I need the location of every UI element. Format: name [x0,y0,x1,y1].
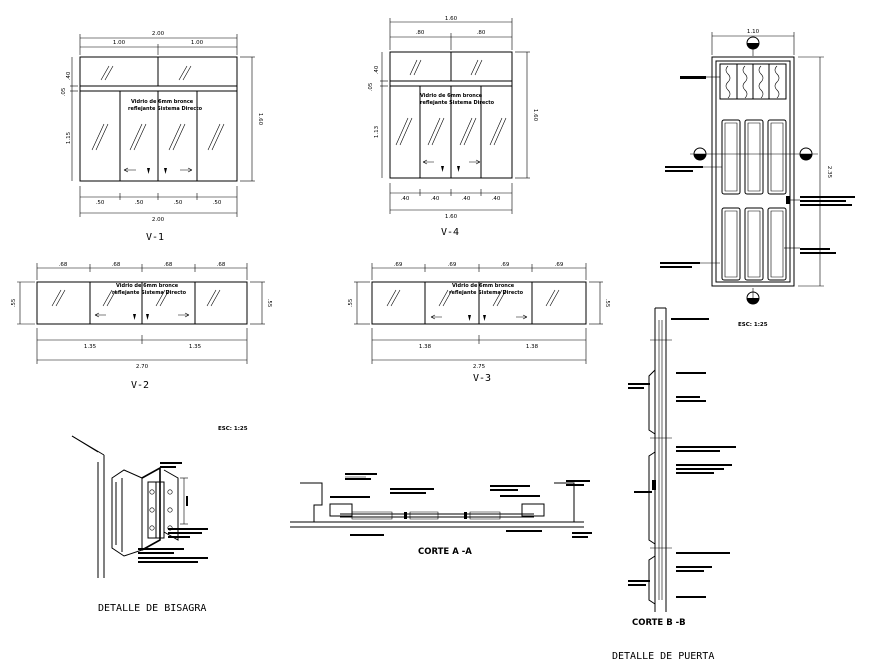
v3-panel-dim-2: .69 [448,262,457,268]
v1-half-right-dim: 1.00 [191,40,204,46]
v2-side-left-dim: .55 [11,298,17,307]
v1-side-mid-dim: .05 [61,87,67,96]
section-b-b-caption: CORTE B -B [632,618,686,628]
v1-side-top-dim: .40 [66,71,72,80]
v4-total-top-dim: 1.60 [445,16,458,22]
v3-half-right-dim: 1.38 [526,344,539,350]
hinge-scale-label: ESC: 1:25 [218,426,248,432]
v4-half-right-dim: .80 [477,30,486,36]
section-marker-b-top [747,37,759,49]
v2-side-right-dim: .55 [266,299,272,308]
section-marker-a-right [800,148,812,160]
v2-panel-dim-4: .68 [217,262,226,268]
v2-glass-note-line1: Vidrio de 6mm bronce [116,283,179,289]
section-marker-a-left [694,148,706,160]
window-v4: 1.60 .80 .80 Vidrio de 6mm bronce reflej… [368,16,538,238]
hinge-caption: DETALLE DE BISAGRA [98,603,206,614]
v1-height-right-dim: 1.60 [257,113,263,126]
v1-side-bottom-dim: 1.15 [66,131,72,144]
door-elevation: 1.10 [660,29,855,328]
v1-glass-note-line1: Vidrio de 6mm bronce [131,99,194,105]
v4-total-bottom-dim: 1.60 [445,214,458,220]
v2-half-right-dim: 1.35 [189,344,202,350]
v2-glass-note-line2: reflejante Sistema Directo [112,290,187,296]
v2-panel-dim-1: .68 [59,262,68,268]
v4-side-bottom-dim: 1.13 [374,125,380,138]
door-scale-label: ESC: 1:25 [738,322,768,328]
v3-total-dim: 2.75 [473,364,486,370]
v3-glass-note-line1: Vidrio de 6mm bronce [452,283,515,289]
v1-panel-dim-1: .50 [96,200,105,206]
hinge-detail: ESC: 1:25 DETALLE DE BISAGRA [72,426,248,614]
v1-panel-dim-3: .50 [174,200,183,206]
v3-panel-dim-1: .69 [394,262,403,268]
v2-half-left-dim: 1.35 [84,344,97,350]
v4-label: V-4 [441,227,459,238]
section-a-a: CORTE A -A [290,473,592,557]
v4-panel-dim-4: .40 [492,196,501,202]
v3-panel-dim-3: .69 [501,262,510,268]
v2-total-dim: 2.70 [136,364,149,370]
door-detail-caption: DETALLE DE PUERTA [612,651,714,662]
v2-panel-dim-3: .68 [164,262,173,268]
v3-panel-dim-4: .69 [555,262,564,268]
v1-panel-dim-2: .50 [135,200,144,206]
v3-label: V-3 [473,373,491,384]
section-marker-b-bottom [747,292,759,304]
door-width-dim: 1.10 [747,29,760,35]
v1-total-top-dim: 2.00 [152,31,165,37]
v4-half-left-dim: .80 [416,30,425,36]
v2-label: V-2 [131,380,149,391]
v4-glass-note-line2: reflejante Sistema Directo [420,100,495,106]
v4-panel-dim-2: .40 [431,196,440,202]
v1-half-left-dim: 1.00 [113,40,126,46]
window-v2: .68 .68 .68 .68 Vidrio de 6mm bronce ref… [11,262,272,391]
v4-panel-dim-1: .40 [401,196,410,202]
v4-height-right-dim: 1.60 [532,109,538,122]
v4-side-mid-dim: .05 [368,82,374,91]
v3-glass-note-line2: reflejante Sistema Directo [449,290,524,296]
v2-panel-dim-2: .68 [112,262,121,268]
section-b-b: CORTE B -B [628,308,736,628]
v3-side-left-dim: .55 [348,298,354,307]
window-v1: 2.00 1.00 1.00 Vidrio de 6mm bronce refl… [61,31,263,243]
v1-panel-dim-4: .50 [213,200,222,206]
v1-label: V-1 [146,232,164,243]
section-a-a-caption: CORTE A -A [418,547,472,557]
v1-total-bottom-dim: 2.00 [152,217,165,223]
window-v3: .69 .69 .69 .69 Vidrio de 6mm bronce ref… [348,262,610,384]
v1-glass-note-line2: reflejante Sistema Directo [128,106,203,112]
v3-half-left-dim: 1.38 [419,344,432,350]
door-height-dim: 2.35 [826,166,832,179]
v4-side-top-dim: .40 [374,65,380,74]
v4-glass-note-line1: Vidrio de 6mm bronce [420,93,483,99]
v4-panel-dim-3: .40 [462,196,471,202]
v3-side-right-dim: .55 [604,299,610,308]
